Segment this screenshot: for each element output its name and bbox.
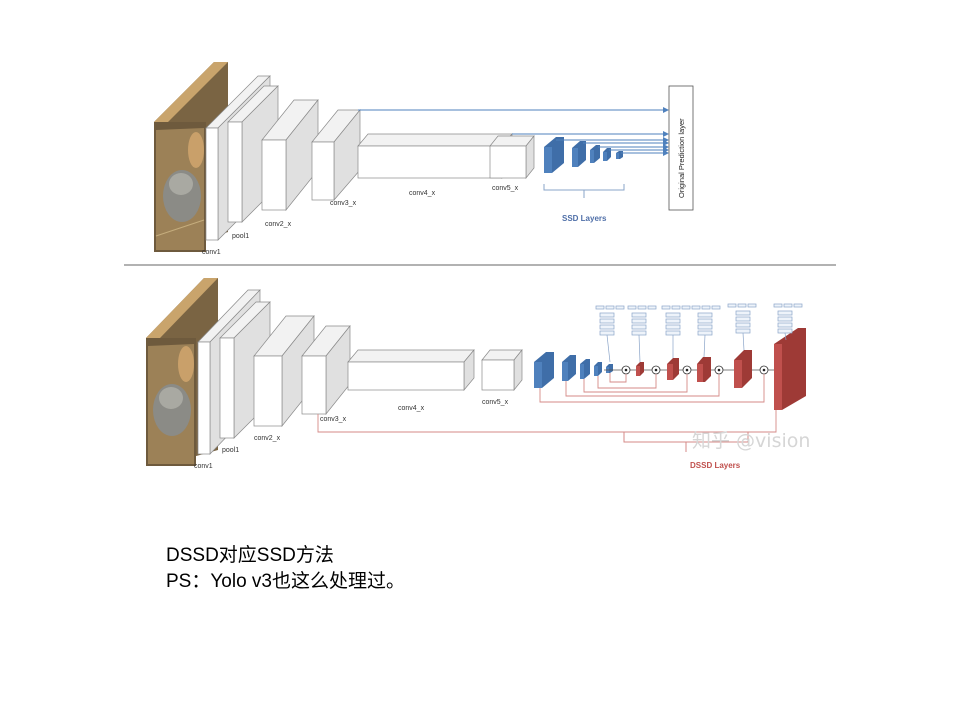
ssd-bracket bbox=[543, 184, 625, 198]
pool1-label-bottom: pool1 bbox=[222, 447, 239, 454]
conv4-block-top bbox=[357, 133, 513, 179]
original-prediction-layer-label: Original Prediction layer bbox=[677, 118, 686, 198]
conv5-label-bottom: conv5_x bbox=[482, 399, 509, 406]
dssd-prediction-modules bbox=[595, 303, 803, 363]
ssd-layers-label: SSD Layers bbox=[562, 214, 607, 223]
prediction-stack-2 bbox=[627, 305, 657, 363]
prediction-stack-3 bbox=[661, 305, 691, 358]
conv2-label-bottom: conv2_x bbox=[254, 435, 281, 442]
input-image-top bbox=[154, 62, 228, 252]
prediction-stack-6 bbox=[773, 303, 803, 341]
original-prediction-layer-box bbox=[668, 85, 694, 211]
conv2-block-top bbox=[261, 99, 319, 211]
conv3-block-bottom bbox=[301, 325, 351, 415]
ssd-layers-top bbox=[544, 137, 623, 173]
caption-line-1: DSSD对应SSD方法 bbox=[166, 545, 334, 566]
caption-line-2: PS：Yolo v3也这么处理过。 bbox=[166, 571, 405, 592]
dssd-bracket bbox=[623, 432, 749, 452]
dssd-diagram: conv1 pool1 conv2_x conv3_x conv4_x conv… bbox=[146, 278, 806, 470]
prediction-stack-5 bbox=[727, 303, 757, 351]
conv3-label-bottom: conv3_x bbox=[320, 416, 347, 423]
ssd-arrows-top bbox=[358, 107, 669, 156]
prediction-stack-4 bbox=[691, 305, 721, 358]
conv4-label-bottom: conv4_x bbox=[398, 405, 425, 412]
conv4-label-top: conv4_x bbox=[409, 190, 436, 197]
prediction-stack-1 bbox=[595, 305, 625, 363]
dssd-decoder-layers bbox=[636, 328, 806, 410]
conv5-block-top bbox=[489, 135, 535, 179]
conv1-label-bottom: conv1 bbox=[194, 463, 213, 470]
conv5-label-top: conv5_x bbox=[492, 185, 519, 192]
caption-block: DSSD对应SSD方法 PS：Yolo v3也这么处理过。 bbox=[166, 543, 405, 595]
conv1-label-top: conv1 bbox=[202, 249, 221, 256]
conv5-block-bottom bbox=[481, 349, 523, 391]
dssd-encoder-layers bbox=[534, 352, 613, 388]
conv3-block-top bbox=[311, 109, 361, 201]
watermark-text: 知乎 @vision bbox=[692, 430, 810, 452]
conv4-block-bottom bbox=[347, 349, 475, 391]
conv2-label-top: conv2_x bbox=[265, 221, 292, 228]
conv3-label-top: conv3_x bbox=[330, 200, 357, 207]
pool1-label-top: pool1 bbox=[232, 233, 249, 240]
ssd-diagram: Original Prediction layer conv1 pool1 co… bbox=[154, 62, 694, 256]
dssd-skip-connections bbox=[317, 373, 777, 433]
conv2-block-bottom bbox=[253, 315, 315, 427]
dssd-layers-label: DSSD Layers bbox=[690, 461, 741, 470]
